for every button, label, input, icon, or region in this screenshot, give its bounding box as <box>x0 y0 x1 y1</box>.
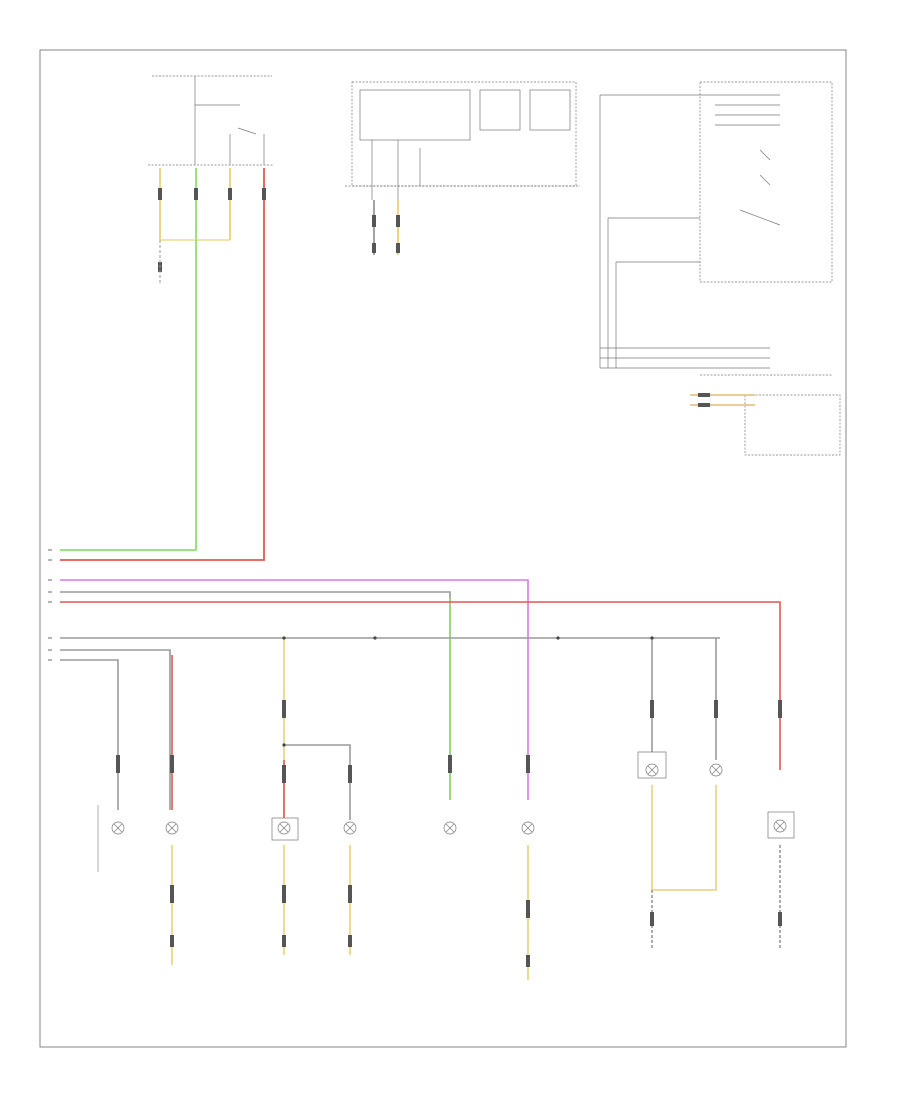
emergency-flasher-switch <box>148 75 274 166</box>
drop-connectors <box>116 700 782 967</box>
canbus-connectors <box>698 393 710 407</box>
harness-green-red <box>60 240 265 561</box>
flasher-wire-stubs <box>159 168 265 240</box>
diagram-frame <box>39 49 847 1048</box>
ground-wires <box>171 785 781 980</box>
cluster-connectors <box>372 215 400 253</box>
lamp-symbols <box>111 751 795 841</box>
cluster-wires <box>373 200 399 255</box>
splice-dots <box>282 636 654 747</box>
lamp-filaments <box>113 765 785 833</box>
flasher-connectors <box>158 188 266 272</box>
turn-signal-switch-block <box>599 81 841 456</box>
harness-buses <box>60 579 781 810</box>
instrument-cluster-box <box>345 81 580 200</box>
harness-ticks <box>48 549 52 661</box>
